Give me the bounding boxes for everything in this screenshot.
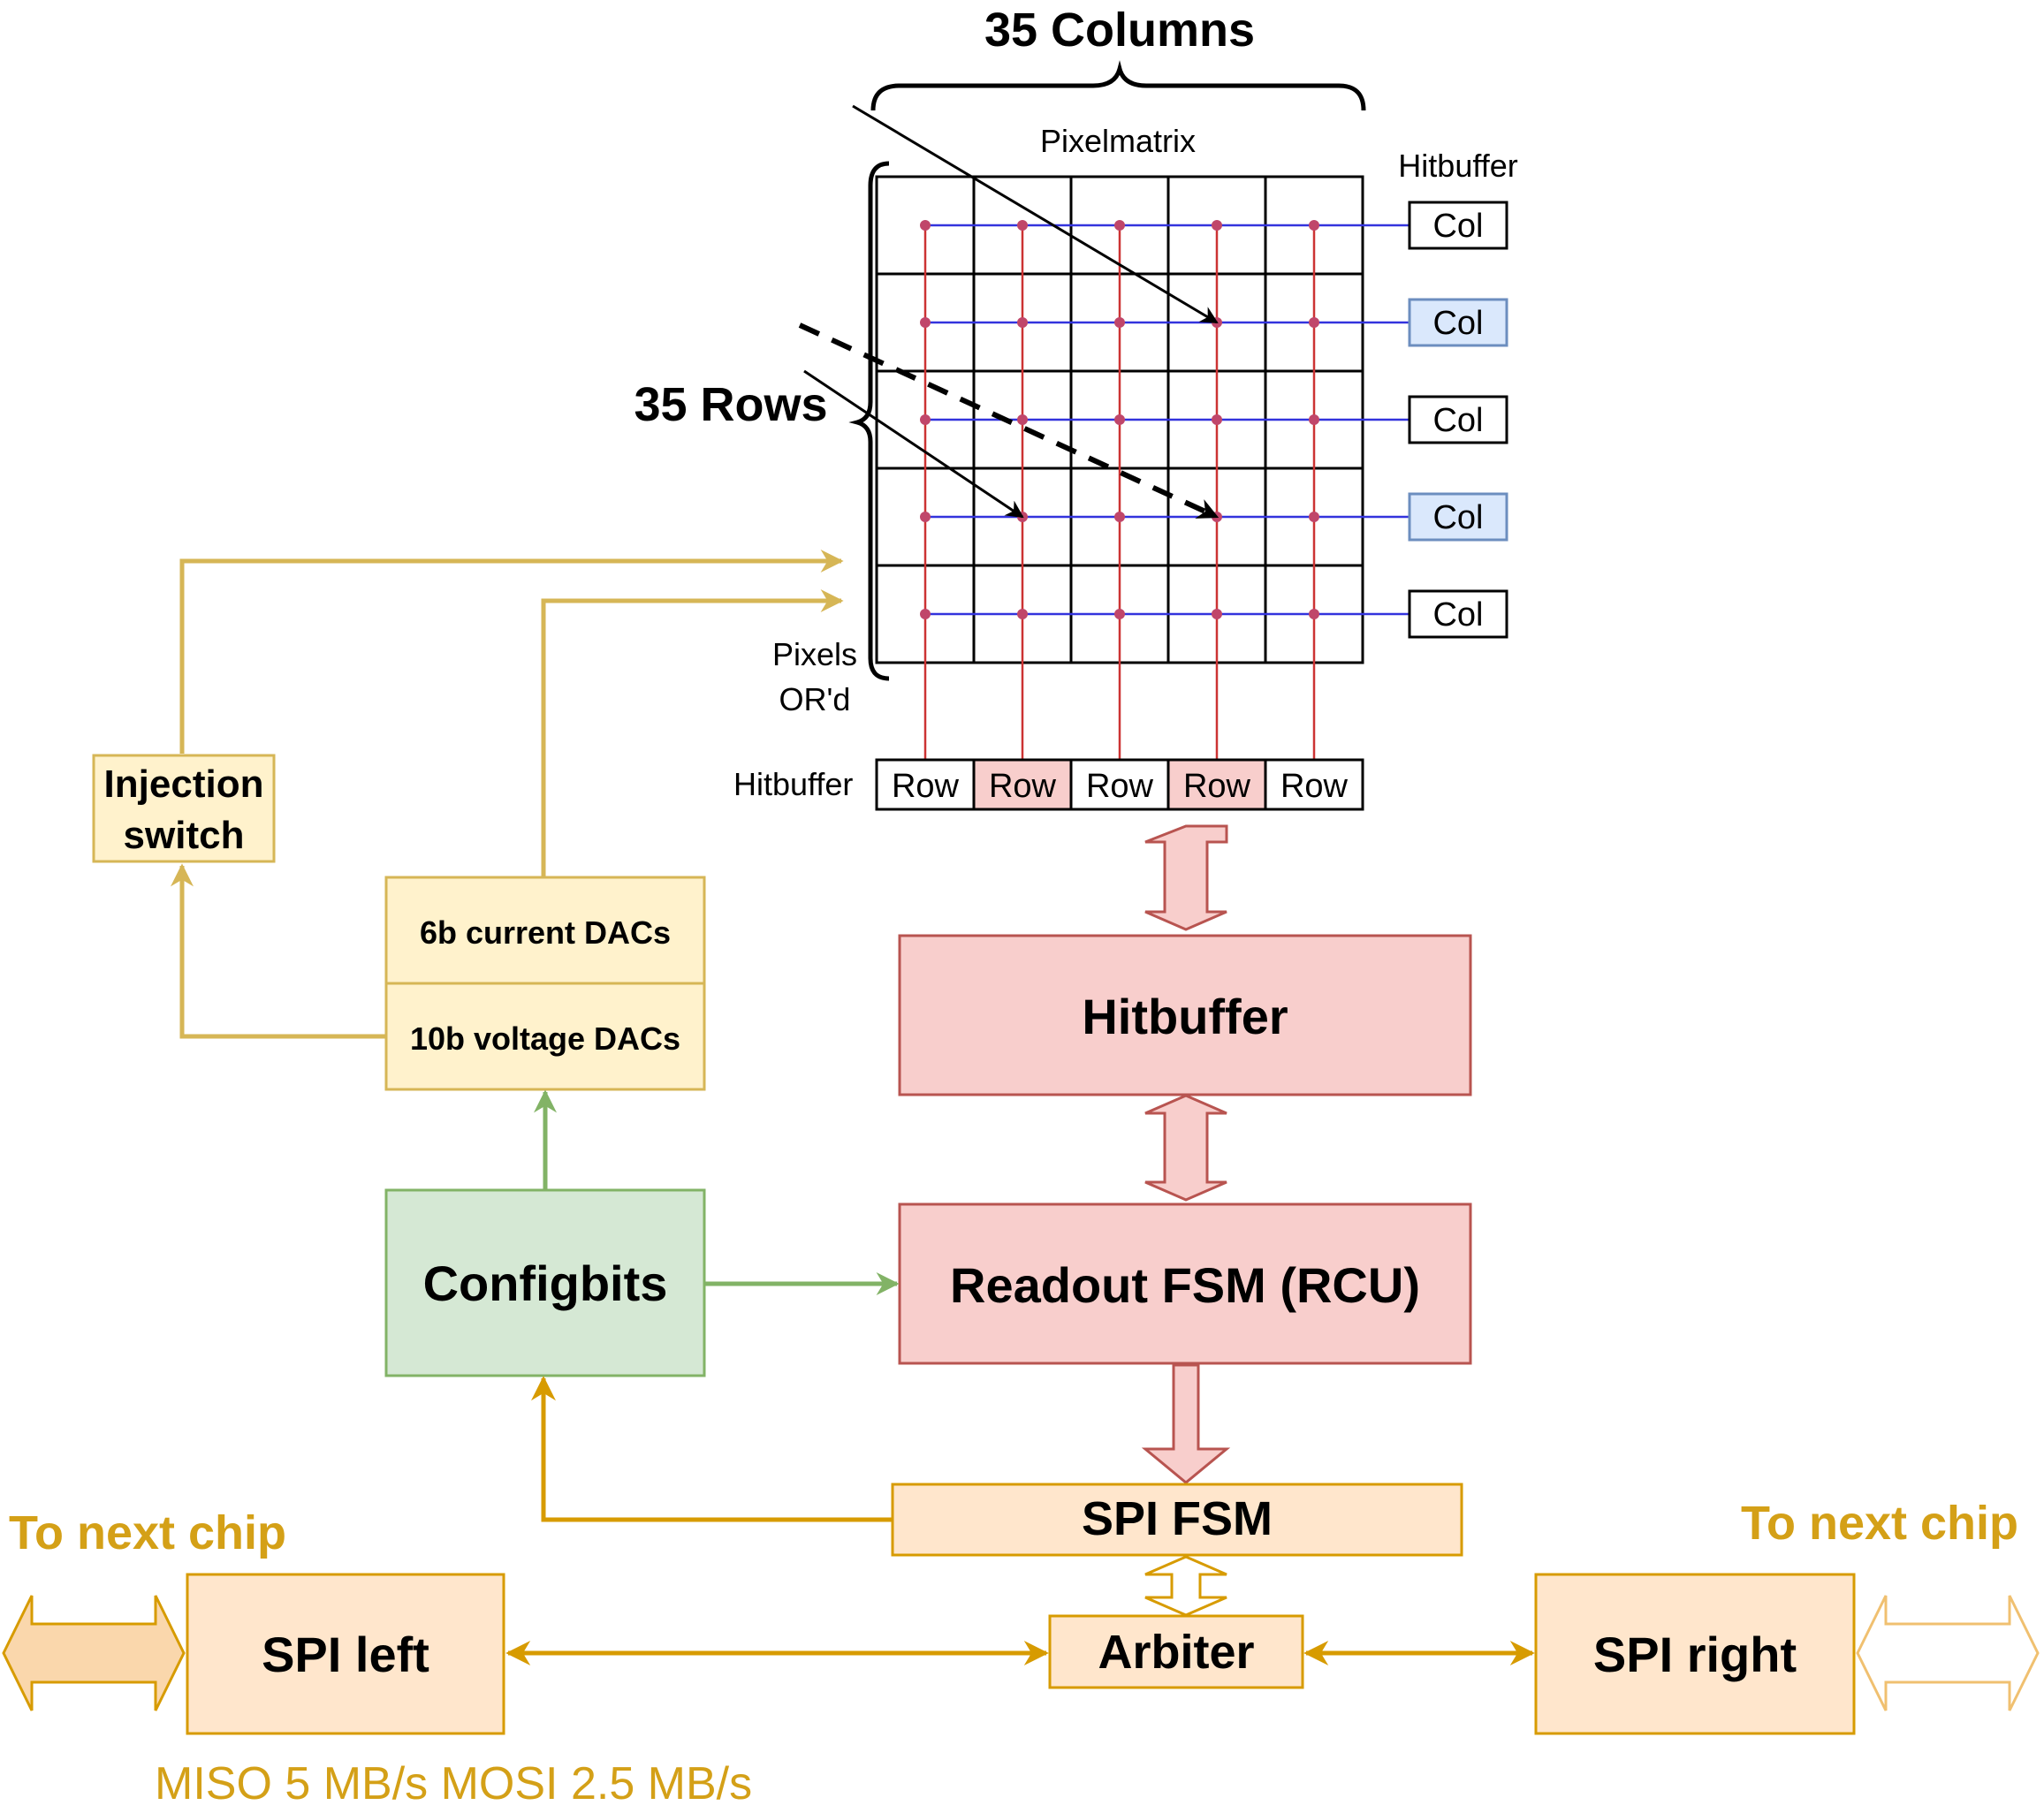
hit-track-upper [852, 104, 1219, 324]
injection-to-matrix-line [179, 550, 844, 754]
spi-left-label: SPI left [262, 1627, 429, 1682]
row-buffer-2 [972, 758, 1073, 811]
col-buffer-2 [1408, 298, 1508, 347]
columns-title: 35 Columns [984, 4, 1255, 57]
arbiter-label: Arbiter [1098, 1626, 1254, 1679]
pixels-ored-label-line2: OR'd [779, 681, 851, 717]
configbits-label: Configbits [423, 1255, 668, 1311]
spi-right-label: SPI right [1593, 1627, 1797, 1682]
row-buffer-2-label: Row [989, 768, 1057, 805]
pixels-ored-label-line1: Pixels [772, 636, 857, 672]
injection-switch-label-line2: switch [124, 814, 245, 857]
col-buffer-2-label: Col [1432, 305, 1483, 342]
to-next-chip-left-double-arrow [2, 1595, 186, 1711]
hitbuffer-top-label: Hitbuffer [1398, 148, 1517, 184]
rows-brace [848, 161, 890, 681]
columns-brace [870, 60, 1366, 111]
col-hitbuffers: Col Col Col Col Col [1408, 201, 1508, 639]
matrix-hitbuffer-double-arrow [1144, 824, 1228, 931]
spi-fsm-arbiter-double-arrow [1144, 1555, 1227, 1617]
to-next-chip-right-label: To next chip [1741, 1497, 2018, 1550]
injection-switch-label-line1: Injection [104, 762, 264, 806]
col-buffer-5-label: Col [1432, 596, 1483, 633]
voltage-dacs-to-injection-line [171, 863, 386, 1039]
dacs-to-matrix-line [541, 589, 844, 877]
voltage-dacs-block [384, 982, 706, 1091]
spi-fsm-to-configbits-arrow [531, 1376, 893, 1522]
spi-fsm-block [891, 1483, 1463, 1557]
col-buffer-1-label: Col [1432, 208, 1483, 245]
readout-fsm-block [898, 1202, 1472, 1365]
voltage-dacs-label: 10b voltage DACs [410, 1020, 680, 1057]
arbiter-block [1048, 1614, 1304, 1689]
spi-left-block [186, 1573, 505, 1735]
col-buffer-4-label: Col [1432, 499, 1483, 536]
hitbuffer-block-label: Hitbuffer [1082, 989, 1288, 1044]
pixelmatrix-label: Pixelmatrix [1040, 123, 1196, 159]
col-buffer-4 [1408, 492, 1508, 542]
row-hitbuffers: Row Row Row Row Row [875, 758, 1364, 811]
row-buffer-5 [1264, 758, 1364, 811]
hit-track-lower [803, 369, 1024, 519]
injection-switch-block [92, 754, 276, 863]
row-buffer-5-label: Row [1280, 768, 1349, 805]
readout-to-spi-fsm-arrow [1141, 1363, 1231, 1484]
row-buffer-1-label: Row [892, 768, 960, 805]
pixel-matrix [875, 175, 1410, 760]
hitbuffer-left-label: Hitbuffer [733, 766, 853, 802]
spi-right-block [1534, 1573, 1856, 1735]
spi-fsm-label: SPI FSM [1082, 1492, 1273, 1545]
current-dacs-block [384, 876, 706, 985]
to-next-chip-right-double-arrow [1856, 1595, 2040, 1711]
col-buffer-3-label: Col [1432, 402, 1483, 439]
hitbuffer-block [898, 934, 1472, 1096]
hitbuffer-readout-double-arrow [1144, 1094, 1227, 1202]
current-dacs-label: 6b current DACs [420, 914, 671, 951]
to-next-chip-left-label: To next chip [9, 1506, 286, 1559]
hit-track-dashed [798, 322, 1220, 520]
col-buffer-3 [1408, 395, 1508, 444]
readout-fsm-label: Readout FSM (RCU) [950, 1257, 1420, 1313]
row-buffer-4 [1166, 758, 1267, 811]
configbits-block [384, 1188, 706, 1377]
row-buffer-3 [1069, 758, 1170, 811]
row-buffer-3-label: Row [1086, 768, 1154, 805]
rows-title: 35 Rows [634, 378, 827, 431]
row-buffer-4-label: Row [1183, 768, 1251, 805]
col-buffer-1 [1408, 201, 1508, 250]
data-rates-label: MISO 5 MB/s MOSI 2.5 MB/s [155, 1758, 752, 1809]
row-buffer-1 [875, 758, 976, 811]
col-buffer-5 [1408, 589, 1508, 639]
